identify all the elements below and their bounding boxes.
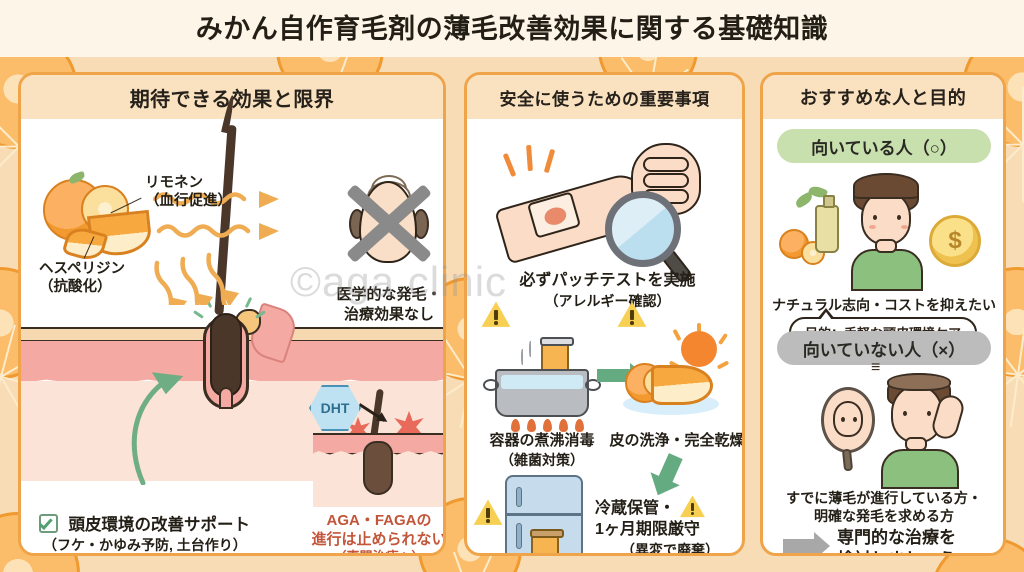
panel-middle-body: 必ずパッチテストを実施 （アレルギー確認） [467,119,742,553]
green-down-arrow-icon [658,453,683,483]
pill-unsuitable-people: 向いていない人（×） [777,331,991,365]
bottle-icon [815,195,839,253]
support-check-line: 頭皮環境の改善サポート [39,511,299,535]
panel-expected-effects: 期待できる効果と限界 [18,72,446,556]
mirror-reflection-eye [853,417,857,422]
label-scalp-support: 頭皮環境の改善サポート [68,516,250,534]
gray-right-arrow-icon [783,532,830,553]
coin-dollar-icon: $ [929,215,981,267]
head-cross-out-icon [337,171,441,275]
warning-triangle-icon [479,299,513,330]
wavy-absorption-arrows-icon [153,191,279,305]
title-band: みかん自作育毛剤の薄毛改善効果に関する基礎知識 [0,0,1024,57]
panel-recommended-users: おすすめな人と目的 向いている人（○） $ ナチュラル志向・ [760,72,1006,556]
label-limonene: リモネン （血行促進） [145,175,232,209]
panel-middle-heading: 安全に使うための重要事項 [499,89,710,109]
warning-triangle-icon [677,493,708,520]
green-up-arrow-icon [131,372,184,485]
hair-follicle-icon [173,94,301,445]
refrigerator-icon [505,475,591,553]
label-wash-dry: 皮の洗浄・完全乾燥 [609,432,745,449]
panel-left-body: リモネン （血行促進） ヘスペリジン （抗酸化） 医学的な発毛・ [21,94,446,553]
checkbox-checked-icon [39,514,58,533]
label-refrigerate-line1: 冷蔵保管・ [595,500,676,517]
dht-hexagon-icon: DHT [309,385,361,431]
panel-right-heading: おすすめな人と目的 [799,88,967,108]
worried-person-icon: ≡ [871,359,973,489]
label-no-medical-effect: 医学的な発毛・ 治療効果なし [336,286,442,323]
panel-safety-notes: 安全に使うための重要事項 必ずパッ [464,72,745,556]
page-title: みかん自作育毛剤の薄毛改善効果に関する基礎知識 [195,14,829,44]
label-unsuitable-description: すでに薄毛が進行している方・ 明確な発毛を求める方 [786,490,982,525]
mirror-reflection-eye [841,417,845,422]
pill-suitable-people: 向いている人（○） [777,129,991,163]
magnifier-icon [605,191,693,285]
arm-patch-test-illustration [494,135,723,285]
peel-wash-dry-illustration [617,323,739,425]
label-hesperidin: ヘスペリジン （抗酸化） [39,261,125,295]
orange-fruit-icon [43,167,155,264]
panel-right-body: 向いている人（○） $ ナチュラル志向・コストを抑えたい方 目的：手軽な頭皮環境… [763,119,1003,553]
label-scalp-support-sub: （フケ・かゆみ予防, 土台作り） [43,537,247,553]
label-refrigerate-sub: （異変で廃棄） [621,541,719,556]
label-refrigerate: 冷蔵保管・ 1ヶ月期限厳守 （異変で廃棄） [595,493,742,556]
warning-triangle-icon [471,497,505,528]
sun-icon [681,331,717,367]
dht-aga-illustration: DHT [305,381,443,507]
warning-triangle-icon [615,299,649,330]
label-refrigerate-line2: 1ヶ月期限厳守 [595,521,700,539]
label-aga-progression: AGA・FAGAの 進行は止められない （専門治療へ） [311,512,446,553]
label-boil-sterilize: 容器の煮沸消毒 （雑菌対策） [489,432,595,468]
mirror-reflection [833,401,863,437]
panel-right-header: おすすめな人と目的 [763,75,1003,119]
young-person-icon [841,173,933,291]
label-cta-professional-treatment: 専門的な治療を 検討しましょう [837,528,956,553]
worry-mark-icon: ≡ [871,359,881,376]
label-patch-test: 必ずパッチテストを実施 （アレルギー確認） [519,272,696,309]
panel-middle-header: 安全に使うための重要事項 [467,75,742,119]
boiling-pot-illustration [483,327,601,432]
